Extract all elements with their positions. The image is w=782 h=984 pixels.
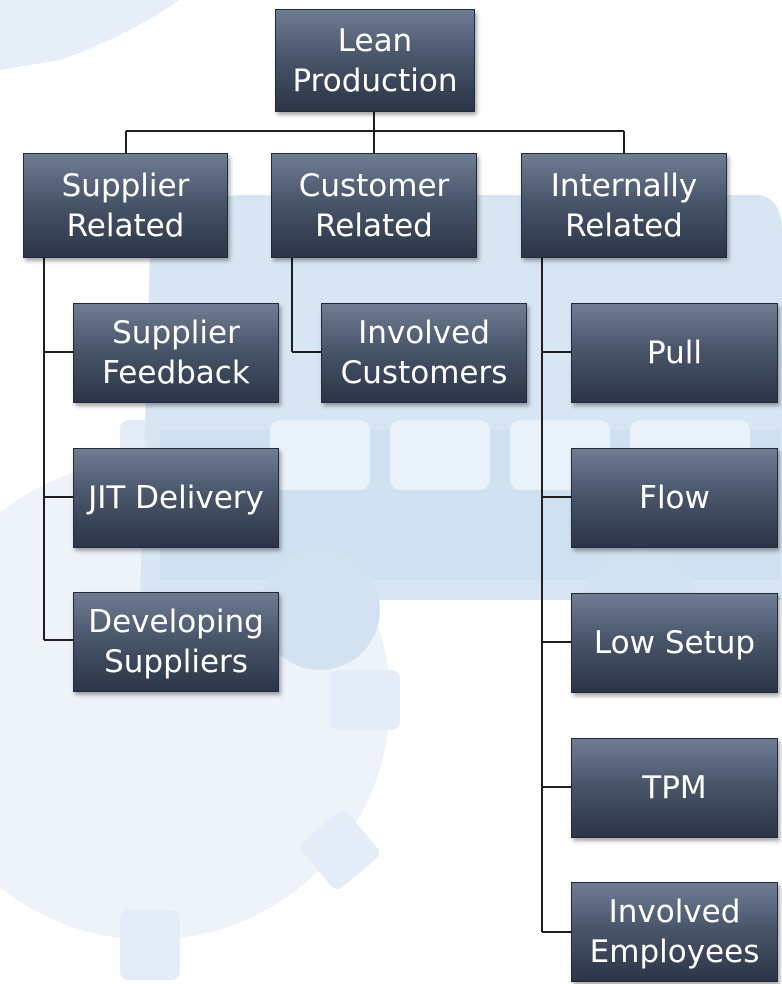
node-supplier-feedback: Supplier Feedback	[73, 303, 279, 403]
root-node-lean-production: Lean Production	[275, 9, 475, 112]
node-flow: Flow	[571, 448, 778, 548]
node-developing-suppliers: Developing Suppliers	[73, 592, 279, 692]
node-involved-employees: Involved Employees	[571, 882, 778, 982]
node-low-setup: Low Setup	[571, 593, 778, 693]
node-pull: Pull	[571, 303, 778, 403]
node-involved-customers: Involved Customers	[321, 303, 527, 403]
node-jit-delivery: JIT Delivery	[73, 448, 279, 548]
category-customer-related: Customer Related	[271, 153, 477, 258]
category-supplier-related: Supplier Related	[23, 153, 228, 258]
node-tpm: TPM	[571, 738, 778, 838]
category-internally-related: Internally Related	[521, 153, 727, 258]
